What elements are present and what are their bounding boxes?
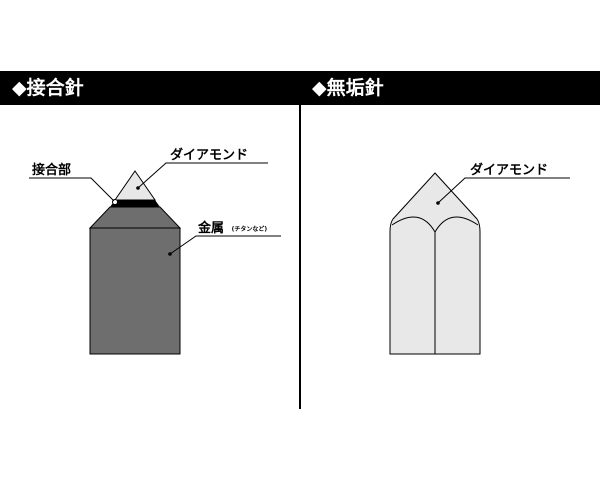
center-divider <box>299 105 301 409</box>
joined-needle: 接合部 ダイアモンド 金属 (チタンなど) <box>29 147 281 355</box>
left-diamond-callout-line <box>137 162 268 189</box>
joint-callout-line <box>29 177 115 202</box>
solid-needle-left-shoulder <box>391 216 436 233</box>
metal-label-main: 金属 <box>197 220 224 236</box>
right-diamond-callout-line <box>437 177 570 204</box>
right-diamond-label: ダイアモンド <box>470 162 548 178</box>
section-title-joined-needle: ◆接合針 <box>12 77 84 99</box>
joined-needle-joint-band <box>110 200 160 207</box>
solid-needle-right-shoulder <box>434 216 479 233</box>
metal-callout-line <box>169 235 281 255</box>
metal-label: 金属 (チタンなど) <box>197 217 267 236</box>
solid-needle: ダイアモンド <box>389 162 570 355</box>
metal-label-note: (チタンなど) <box>232 225 268 233</box>
section-title-solid-needle: ◆無垢針 <box>312 77 384 99</box>
joined-needle-metal-body <box>89 227 181 355</box>
joint-label: 接合部 <box>32 162 71 178</box>
joined-needle-metal-cone <box>88 206 182 229</box>
left-diamond-label: ダイアモンド <box>170 147 248 163</box>
joined-needle-diamond-tip <box>114 170 156 201</box>
header-bar <box>0 71 600 105</box>
